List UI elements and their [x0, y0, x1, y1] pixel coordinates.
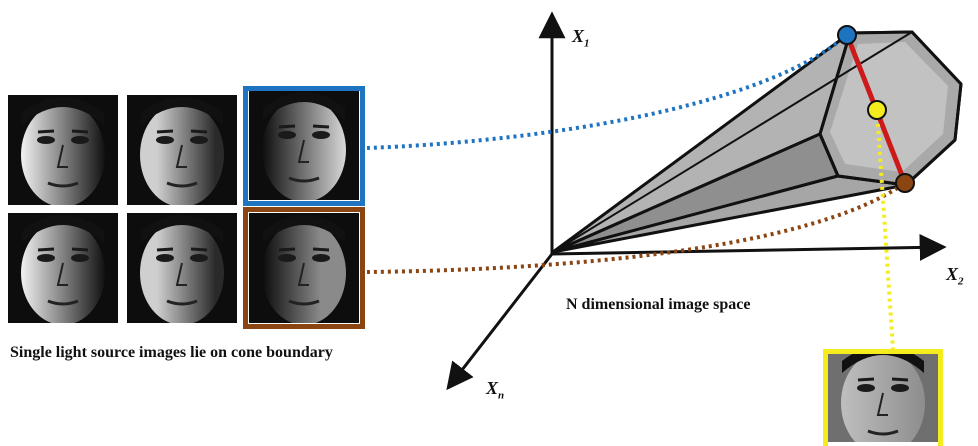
brown-point [896, 174, 914, 192]
axis-label-x2: X2 [946, 264, 964, 288]
yellow-point [868, 101, 886, 119]
caption-cone-boundary: Single light source images lie on cone b… [10, 344, 333, 362]
axis-xn [448, 254, 552, 388]
axis-label-xn: Xn [486, 378, 504, 402]
caption-image-space: N dimensional image space [566, 296, 750, 314]
axis-label-x1: X1 [572, 26, 590, 50]
blue-point [838, 26, 856, 44]
